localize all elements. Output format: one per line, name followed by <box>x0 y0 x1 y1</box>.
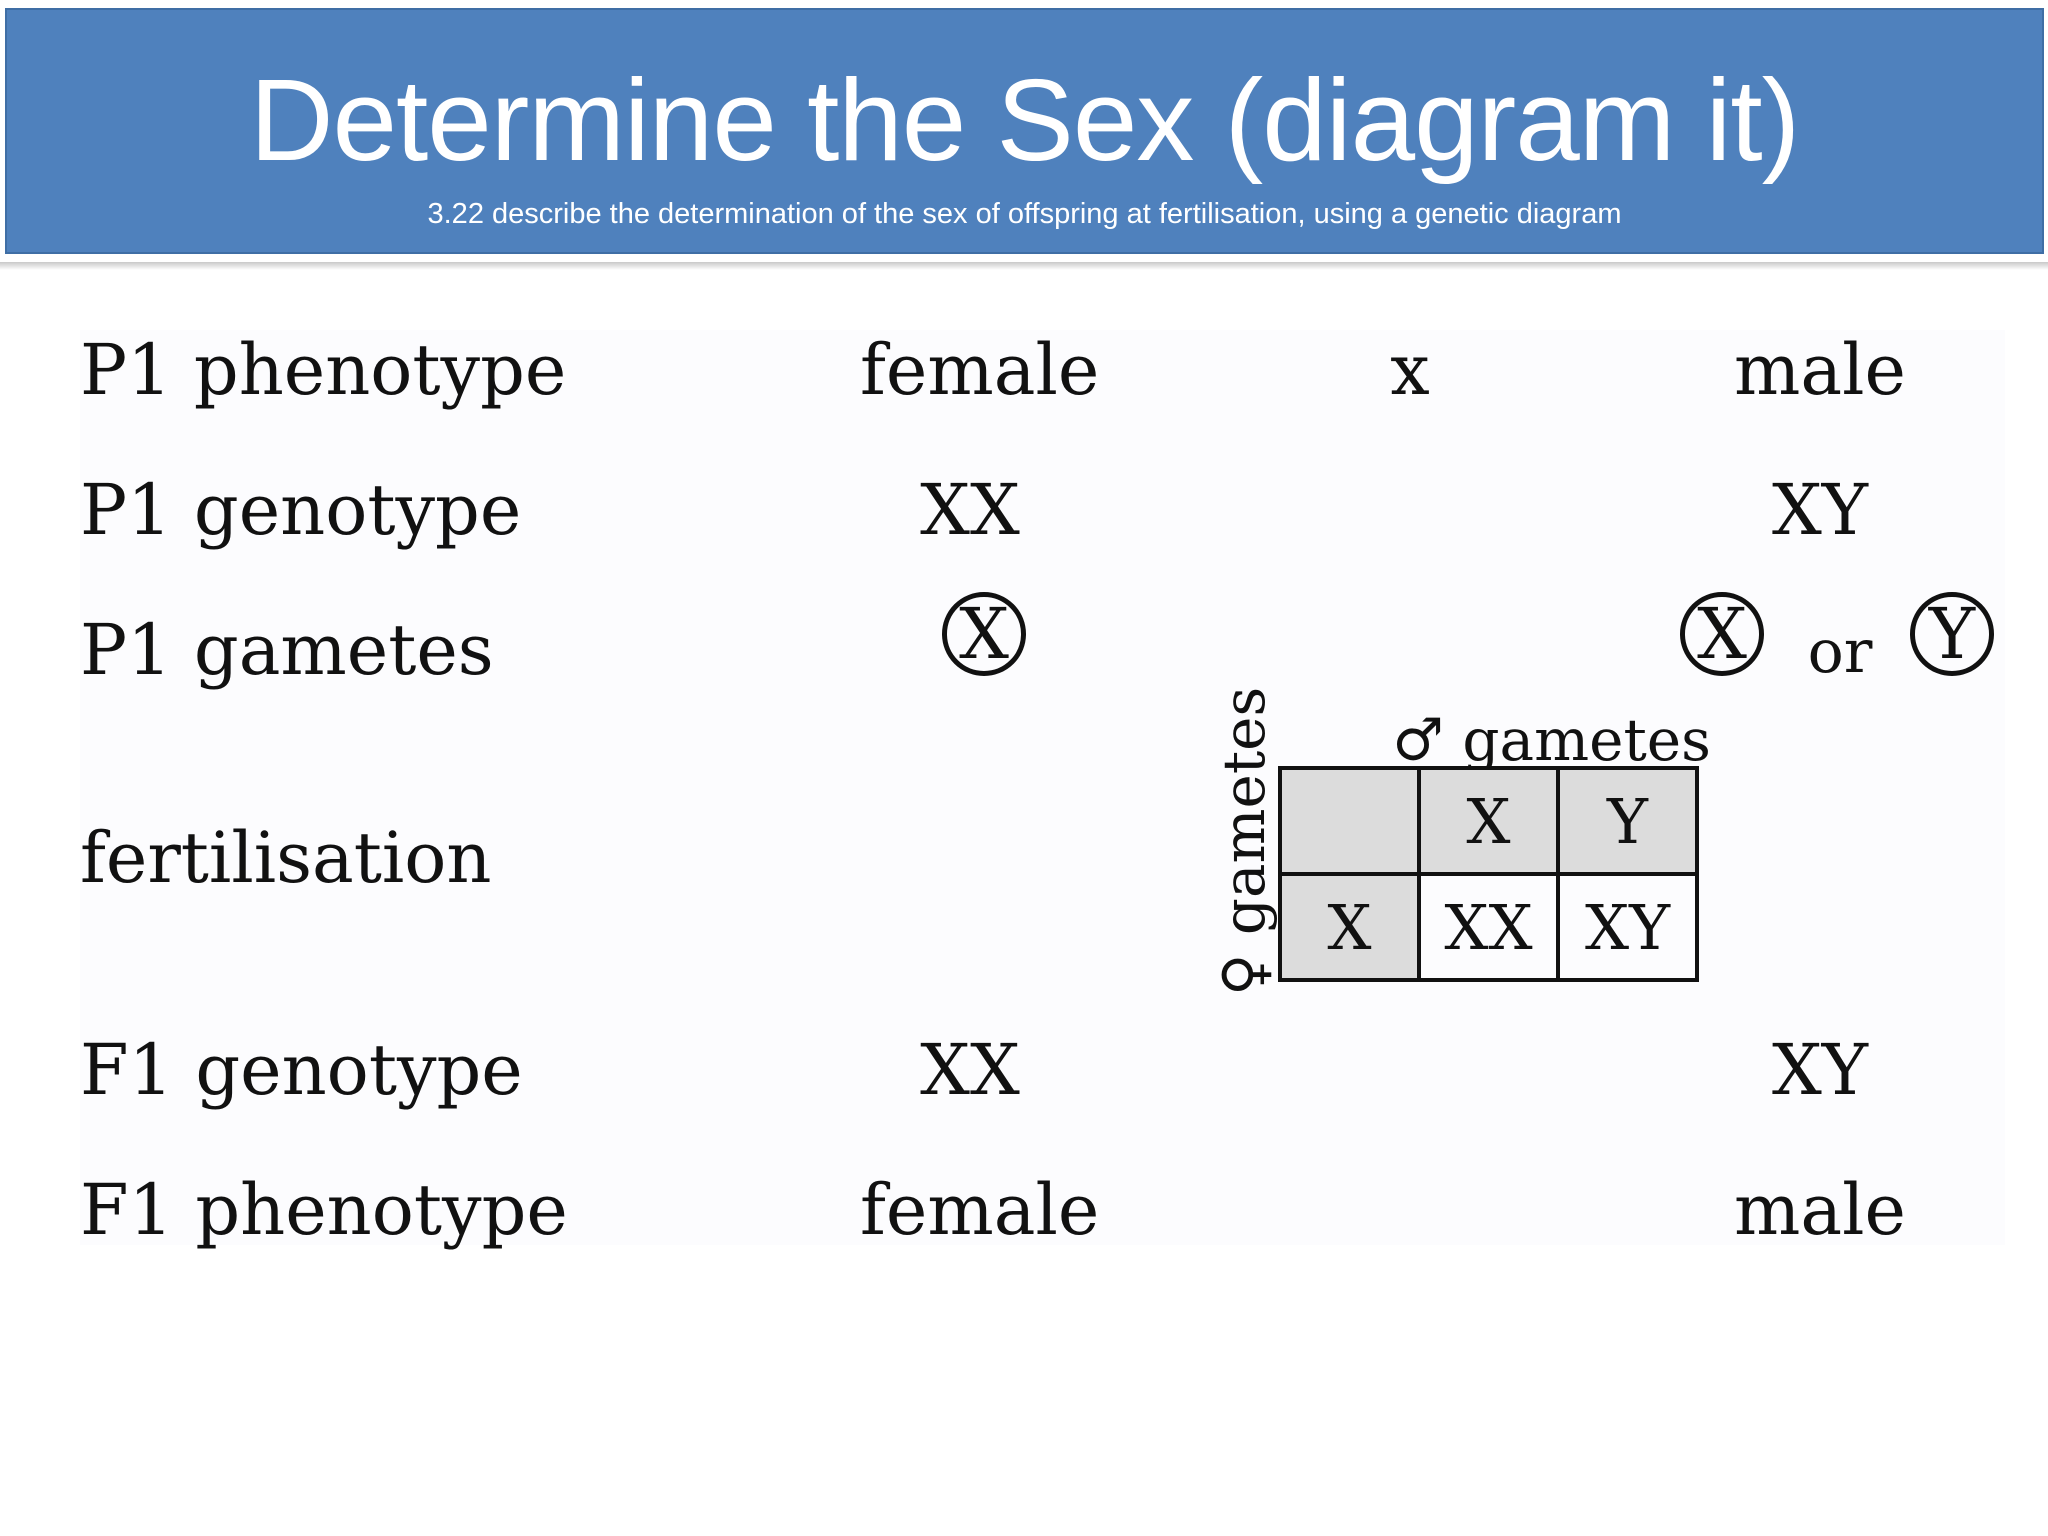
male-gamete-circle-y: Y <box>1910 592 1994 676</box>
f1-male-phenotype: male <box>1734 1169 1906 1251</box>
punnett-corner-cell <box>1278 766 1421 876</box>
row-label-p1-gametes: P1 gametes <box>80 609 494 691</box>
punnett-male-gamete-x: X <box>1417 766 1560 876</box>
cross-symbol: x <box>1390 329 1430 411</box>
p1-male-phenotype: male <box>1734 329 1906 411</box>
female-gametes-label: ♀ gametes <box>1210 686 1278 996</box>
female-gamete-circle: X <box>942 592 1026 676</box>
female-gamete-x: X <box>959 593 1009 675</box>
title-banner: Determine the Sex (diagram it) 3.22 desc… <box>5 8 2044 254</box>
row-label-f1-genotype: F1 genotype <box>80 1029 523 1111</box>
male-gamete-y: Y <box>1928 593 1976 675</box>
row-label-p1-genotype: P1 genotype <box>80 469 522 551</box>
punnett-square: X Y X XX XY <box>1278 766 1699 982</box>
p1-female-genotype: XX <box>920 469 1020 551</box>
punnett-row: X XX XY <box>1278 872 1699 982</box>
male-gametes-label: ♂ gametes <box>1392 706 1711 774</box>
gamete-or: or <box>1807 617 1873 687</box>
row-label-fertilisation: fertilisation <box>80 817 492 899</box>
banner-shadow <box>0 262 2048 270</box>
slide-title: Determine the Sex (diagram it) <box>249 55 1800 185</box>
punnett-cell-xy: XY <box>1556 872 1699 982</box>
punnett-male-gamete-y: Y <box>1556 766 1699 876</box>
p1-female-phenotype: female <box>860 329 1100 411</box>
punnett-header-row: X Y <box>1278 766 1699 876</box>
punnett-cell-xx: XX <box>1417 872 1560 982</box>
f1-female-genotype: XX <box>920 1029 1020 1111</box>
male-gamete-x: X <box>1697 593 1747 675</box>
punnett-female-gamete-x: X <box>1278 872 1421 982</box>
slide-subtitle: 3.22 describe the determination of the s… <box>427 198 1622 230</box>
genetic-diagram: P1 phenotype female x male P1 genotype X… <box>80 329 2005 1250</box>
row-label-f1-phenotype: F1 phenotype <box>80 1169 568 1251</box>
male-gamete-circle-x: X <box>1680 592 1764 676</box>
row-label-p1-phenotype: P1 phenotype <box>80 329 567 411</box>
f1-male-genotype: XY <box>1771 1029 1869 1111</box>
f1-female-phenotype: female <box>860 1169 1100 1251</box>
p1-male-genotype: XY <box>1771 469 1869 551</box>
